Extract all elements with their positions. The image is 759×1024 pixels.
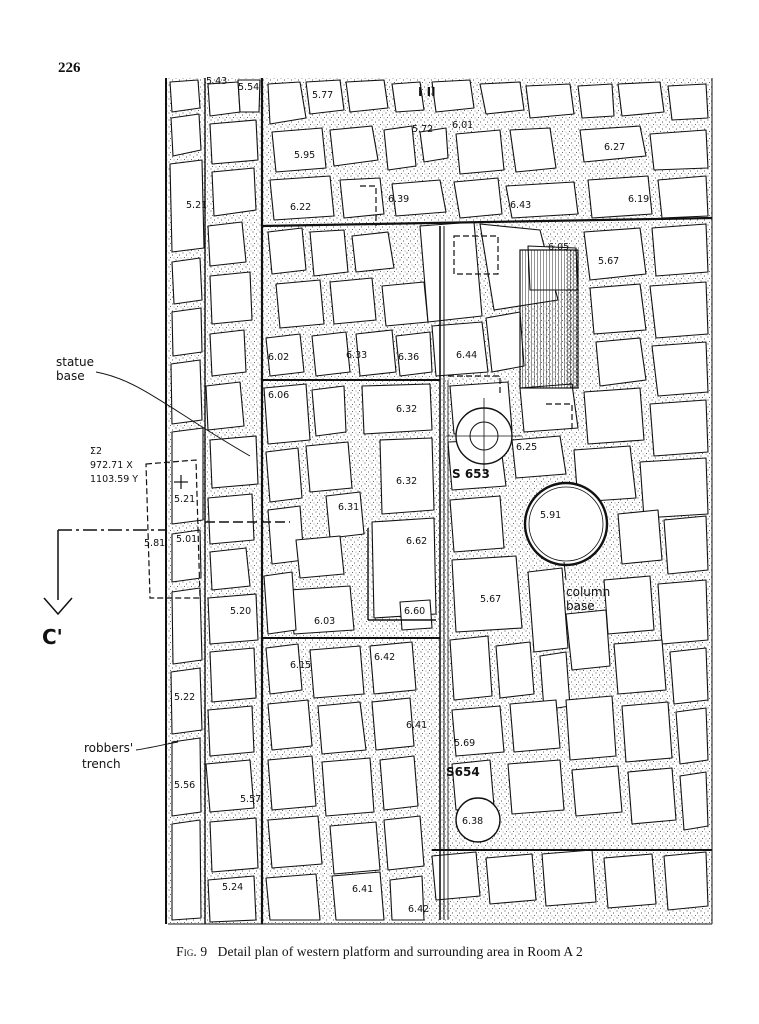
column-base-label-line1: column — [566, 585, 610, 599]
elevation-label: 6.42 — [408, 904, 429, 915]
elevation-label: 5.57 — [240, 794, 261, 805]
elevation-label: 6.32 — [396, 404, 417, 415]
figure-label: Fig. 9 — [176, 944, 208, 959]
robbers-trench-label-line1: robbers' — [84, 741, 133, 755]
survey-y-label: 1103.59 Y — [90, 474, 138, 485]
elevation-label: 6.15 — [290, 660, 311, 671]
robbers-trench-label-line2: trench — [82, 757, 121, 771]
elevation-label: 6.25 — [516, 442, 537, 453]
elevation-label: 5.72 — [412, 124, 433, 135]
elevation-label: 6.39 — [388, 194, 409, 205]
elevation-label: 5.56 — [174, 780, 195, 791]
section-line — [43, 529, 165, 616]
annotations-text: statue base column base robbers' trench … — [42, 85, 610, 779]
elevation-label: 6.36 — [398, 352, 419, 363]
elevation-label: 6.33 — [346, 350, 367, 361]
elevation-label: 6.31 — [338, 502, 359, 513]
stones — [169, 79, 709, 923]
elevation-label: 5.22 — [174, 692, 195, 703]
section-marker-label: C' — [42, 625, 63, 649]
elevation-label: 6.44 — [456, 350, 477, 361]
elevation-label: 5.67 — [598, 256, 619, 267]
figure-caption-text: Detail plan of western platform and surr… — [217, 944, 583, 959]
column-base-inner — [528, 486, 604, 562]
elevation-label: 6.01 — [452, 120, 473, 131]
elevation-label: 5.81 — [144, 538, 165, 549]
elevation-label: 5.54 — [238, 82, 259, 93]
elevation-label: 6.60 — [404, 606, 425, 617]
elevation-label: 6.22 — [290, 202, 311, 213]
elevation-label: 6.06 — [268, 390, 289, 401]
s653-label: S 653 — [452, 467, 490, 481]
elevation-label: 6.02 — [268, 352, 289, 363]
elevation-label: 5.20 — [230, 606, 251, 617]
leader-lines — [95, 371, 567, 751]
elevation-label: 5.69 — [454, 738, 475, 749]
elevation-label: 6.05 — [548, 242, 569, 253]
walls — [165, 78, 713, 925]
s654-label: S654 — [446, 765, 480, 779]
page-number: 226 — [58, 60, 81, 76]
elevation-label: 6.27 — [604, 142, 625, 153]
elevation-label: 5.95 — [294, 150, 315, 161]
column-base-circle — [523, 481, 609, 567]
elevation-label: 6.32 — [396, 476, 417, 487]
column-base-label-line2: base — [566, 599, 595, 613]
elevation-label: 5.67 — [480, 594, 501, 605]
figure-caption: Fig. 9 Detail plan of western platform a… — [0, 944, 759, 960]
elevation-label: 6.41 — [406, 720, 427, 731]
elevation-label: 5.77 — [312, 90, 333, 101]
grid-mark-label: I II — [418, 85, 436, 99]
survey-x-label: 972.71 X — [90, 460, 133, 471]
elevation-label: 6.41 — [352, 884, 373, 895]
elevation-labels: 5.43 5.54 5.77 5.72 6.01 6.27 5.95 6.39 … — [144, 76, 649, 915]
elevation-label: 5.91 — [540, 510, 561, 521]
elevation-label: 6.19 — [628, 194, 649, 205]
elevation-label: 6.38 — [462, 816, 483, 827]
survey-point-label: Σ2 — [90, 446, 102, 457]
statue-base-label-line1: statue — [56, 355, 94, 369]
statue-base-label-line2: base — [56, 369, 85, 383]
elevation-label: 6.42 — [374, 652, 395, 663]
elevation-label: 5.21 — [174, 494, 195, 505]
elevation-label: 6.62 — [406, 536, 427, 547]
s654-stone — [455, 797, 501, 843]
elevation-label: 5.21 — [186, 200, 207, 211]
elevation-label: 6.03 — [314, 616, 335, 627]
elevation-label: 5.01 — [176, 534, 197, 545]
elevation-label: 5.24 — [222, 882, 243, 893]
elevation-label: 6.43 — [510, 200, 531, 211]
elevation-label: 5.43 — [206, 76, 227, 87]
dashed-features — [145, 185, 573, 599]
shaded-strip — [566, 250, 578, 388]
